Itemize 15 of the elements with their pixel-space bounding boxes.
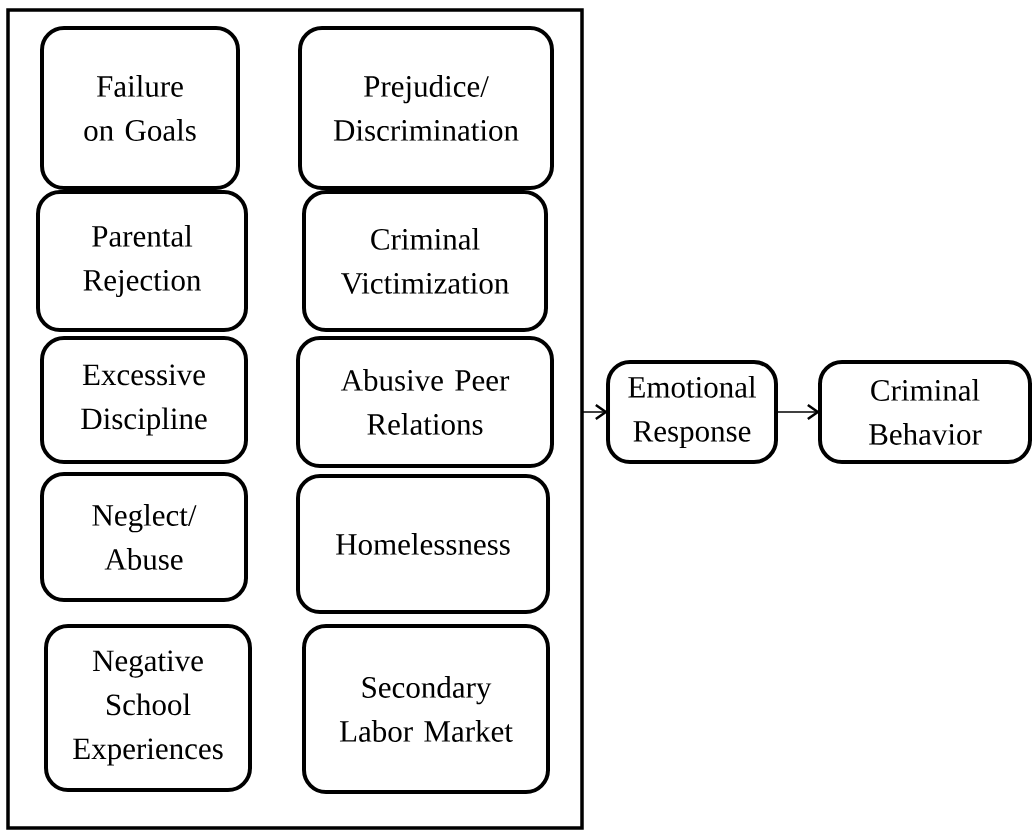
process-box: Excessive Discipline — [40, 336, 248, 464]
process-box: Emotional Response — [606, 360, 778, 464]
process-box: Homelessness — [296, 474, 550, 614]
process-box: Secondary Labor Market — [302, 624, 550, 794]
arrow — [581, 404, 608, 421]
group-frame — [6, 8, 584, 830]
arrow — [775, 404, 820, 421]
process-box: Criminal Behavior — [818, 360, 1032, 464]
process-box: Abusive Peer Relations — [296, 336, 554, 468]
process-box: Parental Rejection — [36, 190, 248, 332]
process-box: Criminal Victimization — [302, 190, 548, 332]
process-box: Neglect/ Abuse — [40, 472, 248, 602]
process-box: Prejudice/ Discrimination — [298, 26, 554, 190]
process-box: Negative School Experiences — [44, 624, 252, 792]
process-box: Failure on Goals — [40, 26, 240, 190]
